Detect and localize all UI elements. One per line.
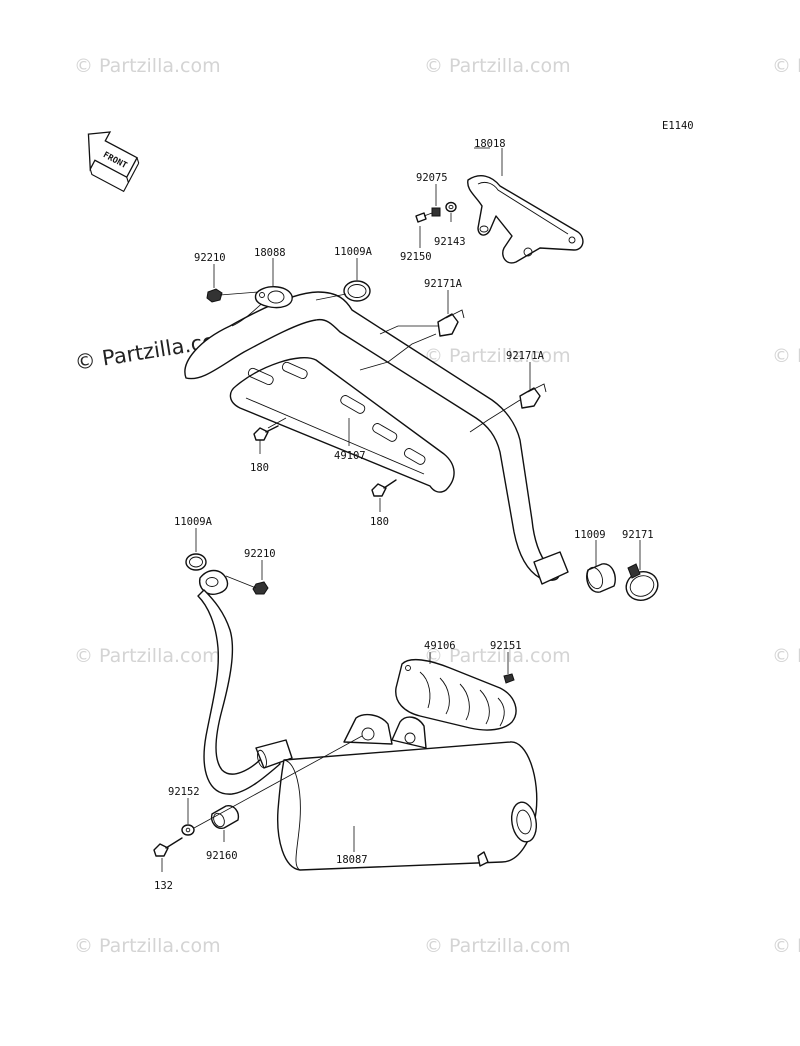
muffler-18087 — [277, 713, 538, 871]
label-92143: 92143 — [434, 236, 466, 248]
label-18088: 18088 — [254, 247, 286, 259]
bracket-18018 — [467, 175, 584, 264]
heat-shield-49107 — [229, 357, 455, 493]
label-180-1: 180 — [250, 462, 269, 474]
clamp-92171A-1 — [437, 309, 465, 337]
head-pipe-lower — [185, 553, 293, 795]
label-92152: 92152 — [168, 786, 200, 798]
heat-shield-49106 — [395, 658, 517, 731]
watermark: © Partzilla.com — [424, 55, 571, 77]
bolt-180-2 — [371, 479, 397, 497]
label-18018: 18018 — [474, 138, 506, 150]
flange-18088 — [254, 286, 293, 309]
hardware-92075-92143-92150 — [415, 201, 457, 223]
label-49106: 49106 — [424, 640, 456, 652]
front-arrow-icon: FRONT — [87, 131, 140, 193]
label-92210-low: 92210 — [244, 548, 276, 560]
label-92075: 92075 — [416, 172, 448, 184]
diagram-code: E1140 — [662, 120, 694, 132]
label-92171: 92171 — [622, 529, 654, 541]
watermark: © Partzilla.com — [424, 345, 571, 367]
grommet-92160 — [210, 805, 240, 829]
watermark: © Partzilla.com — [424, 645, 571, 667]
leader-lines — [161, 147, 641, 872]
watermark: © Partzilla.com — [74, 55, 221, 77]
nut-92210-low — [252, 581, 269, 595]
clamp-92171A-2 — [519, 383, 547, 409]
clamp-92171 — [625, 563, 659, 601]
label-92171A-2: 92171A — [506, 350, 545, 362]
watermark: © Partzilla.com — [772, 645, 800, 667]
label-92210-top: 92210 — [194, 252, 226, 264]
part-labels: 18018 92075 92143 92150 92210 18088 1100… — [154, 138, 654, 892]
label-180-2: 180 — [370, 516, 389, 528]
watermark: © Partzilla.com — [74, 935, 221, 957]
bolt-180-1 — [253, 425, 279, 441]
label-92151: 92151 — [490, 640, 522, 652]
label-11009: 11009 — [574, 529, 606, 541]
label-11009A-top: 11009A — [334, 246, 373, 258]
label-92171A-1: 92171A — [424, 278, 463, 290]
label-92150: 92150 — [400, 251, 432, 263]
washer-92152 — [181, 824, 195, 836]
watermark: © Partzilla.com — [424, 935, 571, 957]
label-11009A-low: 11009A — [174, 516, 213, 528]
nut-92210-top — [206, 288, 223, 303]
watermark: © Partzilla.com — [74, 645, 221, 667]
watermark: © Partzilla.com — [772, 935, 800, 957]
gasket-11009A-top — [343, 280, 371, 302]
label-49107: 49107 — [334, 450, 366, 462]
watermark: © Partzilla.com — [772, 345, 800, 367]
label-18087: 18087 — [336, 854, 368, 866]
screw-92151 — [503, 673, 515, 684]
label-132: 132 — [154, 880, 173, 892]
label-92160: 92160 — [206, 850, 238, 862]
watermark: © Partzilla.com — [772, 55, 800, 77]
sleeve-11009 — [586, 563, 616, 593]
bolt-132 — [153, 837, 183, 857]
